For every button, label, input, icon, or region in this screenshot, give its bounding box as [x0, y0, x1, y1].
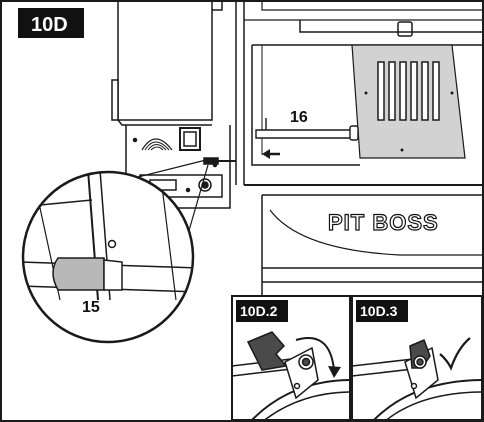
- step-label: 10D: [18, 8, 84, 38]
- rod-16: [255, 118, 359, 141]
- check-icon: [439, 337, 471, 371]
- inset-left-label: 10D.2: [240, 303, 278, 319]
- direction-arrow: [262, 149, 280, 159]
- brand-text: PIT BOSS: [328, 210, 439, 235]
- grill-body: [235, 2, 483, 300]
- fan-vent-panel: [351, 44, 466, 159]
- step-label-text: 10D: [31, 14, 68, 36]
- callout-16: 16: [290, 109, 308, 126]
- zoom-magnifier: [21, 170, 195, 344]
- callout-15: 15: [82, 299, 100, 316]
- inset-right-label: 10D.3: [360, 303, 398, 319]
- inset-panel-10d3: 10D.3: [351, 295, 483, 421]
- brand-badge: PIT BOSS: [327, 209, 439, 235]
- inset-panel-10d2: 10D.2: [231, 295, 351, 421]
